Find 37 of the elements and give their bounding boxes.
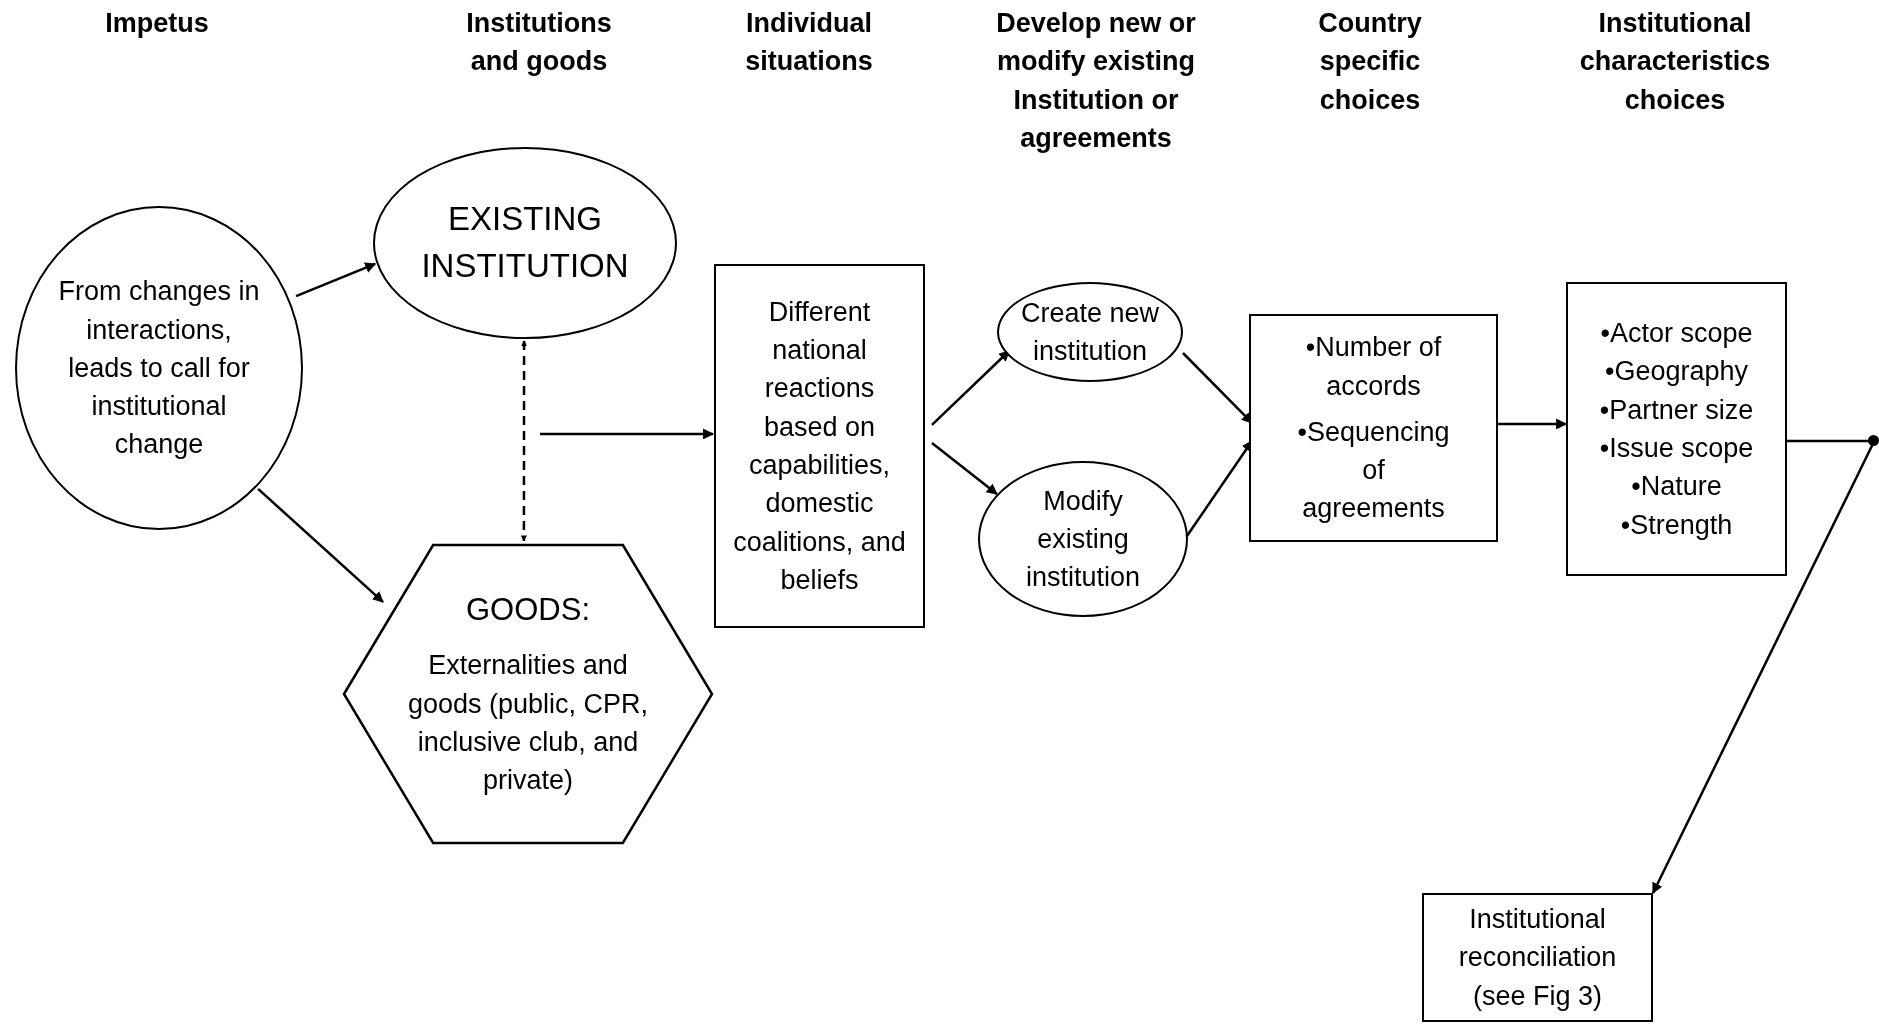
node-text: •Issue scope (1599, 432, 1754, 465)
node-text: •Nature (1631, 470, 1722, 504)
choices-box (1249, 314, 1498, 542)
node-text: •Actor scope (1600, 317, 1753, 350)
arrow (1498, 418, 1568, 430)
column-heading: Impetus (104, 7, 210, 40)
arrow (540, 428, 715, 440)
characteristics-box (1566, 282, 1787, 576)
node-text: Modify existing institution (1024, 484, 1142, 595)
column-heading: Develop new or modify existing Institution or agreements (995, 7, 1197, 155)
node-text: From changes in interactions, leads to call for institutional change (57, 275, 261, 462)
node-text: •Sequencing of agreements (1296, 415, 1451, 526)
arrow (931, 442, 998, 496)
arrow (931, 350, 1010, 426)
arrow (257, 487, 384, 603)
node-text: •Partner size (1599, 393, 1754, 427)
node-text: Institutional reconciliation (see Fig 3) (1457, 903, 1618, 1013)
reactions-box (714, 264, 925, 628)
column-heading: Country specific choices (1317, 7, 1423, 117)
arrow (1651, 443, 1875, 894)
node-text: EXISTING INSTITUTION (420, 199, 630, 286)
node-heading: GOODS: (466, 591, 590, 630)
connector-line (1787, 439, 1870, 443)
node-text: •Strength (1620, 508, 1733, 542)
junction-dot (1868, 435, 1879, 446)
arrow (295, 262, 377, 298)
node-text: Different national reactions based on capabilities, domestic coalitions, and beliefs (732, 295, 907, 597)
column-heading: Institutional characteristics choices (1578, 7, 1772, 117)
node-text: Externalities and goods (public, CPR, inclusive club, and private) (406, 649, 650, 798)
column-heading: Institutions and goods (465, 7, 613, 79)
arrow (520, 340, 528, 542)
node-text: •Geography (1604, 355, 1748, 389)
node-text: Create new institution (1019, 296, 1161, 368)
node-text: •Number of accords (1304, 331, 1443, 403)
goods-hexagon (342, 543, 714, 845)
reconciliation-box (1422, 893, 1653, 1022)
column-heading: Individual situations (744, 7, 874, 79)
